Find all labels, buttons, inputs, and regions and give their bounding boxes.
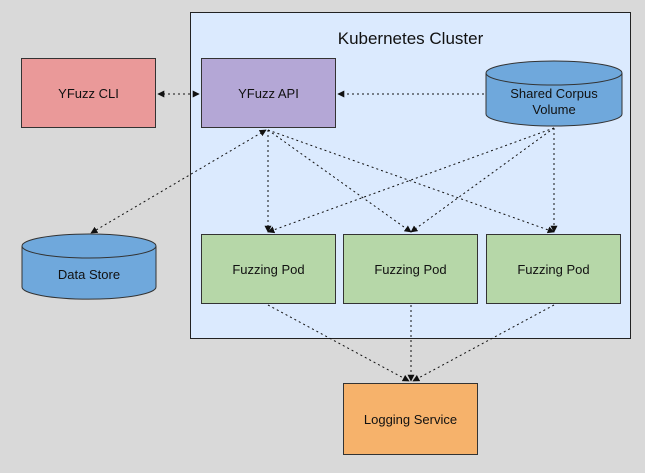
fuzzing-pod-label: Fuzzing Pod — [517, 261, 590, 277]
edge-pod1-logging — [267, 304, 410, 382]
edge-api-datastore — [90, 129, 267, 234]
shared-corpus-label-line1: Shared Corpus — [510, 86, 598, 101]
data-store-label: Data Store — [57, 267, 121, 282]
logging-service-label: Logging Service — [363, 411, 458, 427]
fuzzing-pod-2: Fuzzing Pod — [343, 234, 478, 304]
yfuzz-cli-label: YFuzz CLI — [58, 85, 119, 101]
fuzzing-pod-1: Fuzzing Pod — [201, 234, 336, 304]
shared-corpus-cylinder — [485, 60, 623, 127]
yfuzz-cli-node: YFuzz CLI — [21, 58, 156, 128]
shared-corpus-label: Shared Corpus Volume — [486, 86, 622, 118]
logging-service-node: Logging Service — [343, 383, 478, 455]
yfuzz-api-node: YFuzz API — [201, 58, 336, 128]
fuzzing-pod-label: Fuzzing Pod — [232, 261, 305, 277]
edge-pod3-logging — [412, 304, 555, 382]
edge-api-pod3 — [267, 129, 555, 234]
shared-corpus-label-line2: Volume — [532, 102, 576, 117]
edge-corpus-pod2 — [410, 127, 555, 233]
data-store-cylinder — [21, 233, 157, 300]
fuzzing-pod-3: Fuzzing Pod — [486, 234, 621, 304]
yfuzz-api-label: YFuzz API — [238, 85, 299, 101]
fuzzing-pod-label: Fuzzing Pod — [374, 261, 447, 277]
edge-corpus-pod1 — [267, 127, 555, 234]
edge-api-pod2 — [267, 129, 412, 233]
cluster-title: Kubernetes Cluster — [337, 29, 484, 48]
